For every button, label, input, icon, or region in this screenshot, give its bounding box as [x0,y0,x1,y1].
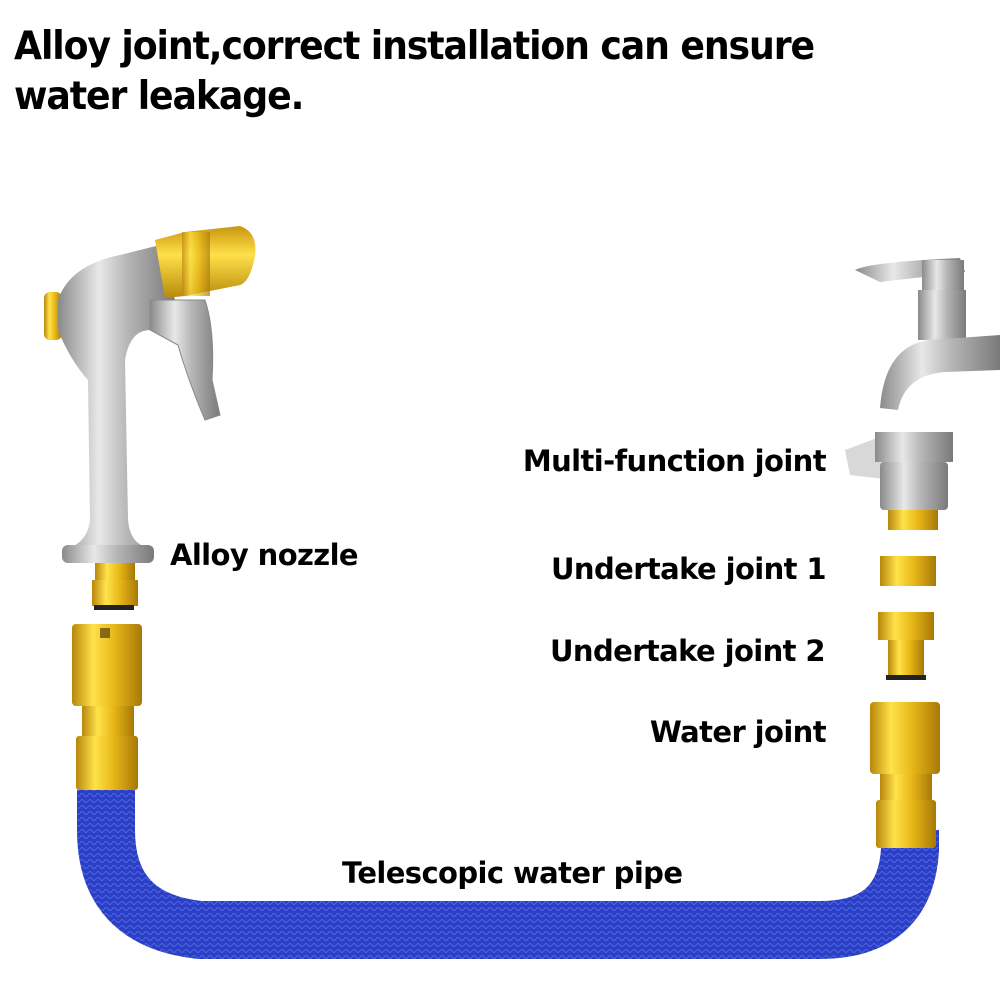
label-water-joint: Water joint [649,715,827,749]
quick-connector-icon [92,563,138,610]
multi-function-joint-icon [845,432,953,530]
left-water-joint-icon [72,624,142,790]
label-multi-function-joint: Multi-function joint [522,444,827,478]
undertake-joint-2-icon [878,612,934,680]
label-undertake-joint-2: Undertake joint 2 [549,634,826,668]
label-telescopic-water-pipe: Telescopic water pipe [342,856,683,890]
label-alloy-nozzle: Alloy nozzle [170,538,359,572]
faucet-icon [855,258,1000,410]
headline: Alloy joint,correct installation can ens… [14,24,815,119]
undertake-joint-1-icon [880,556,936,586]
label-undertake-joint-1: Undertake joint 1 [550,552,827,586]
spray-gun-icon [44,226,256,563]
right-water-joint-icon [870,702,940,848]
hose-icon [77,790,939,959]
